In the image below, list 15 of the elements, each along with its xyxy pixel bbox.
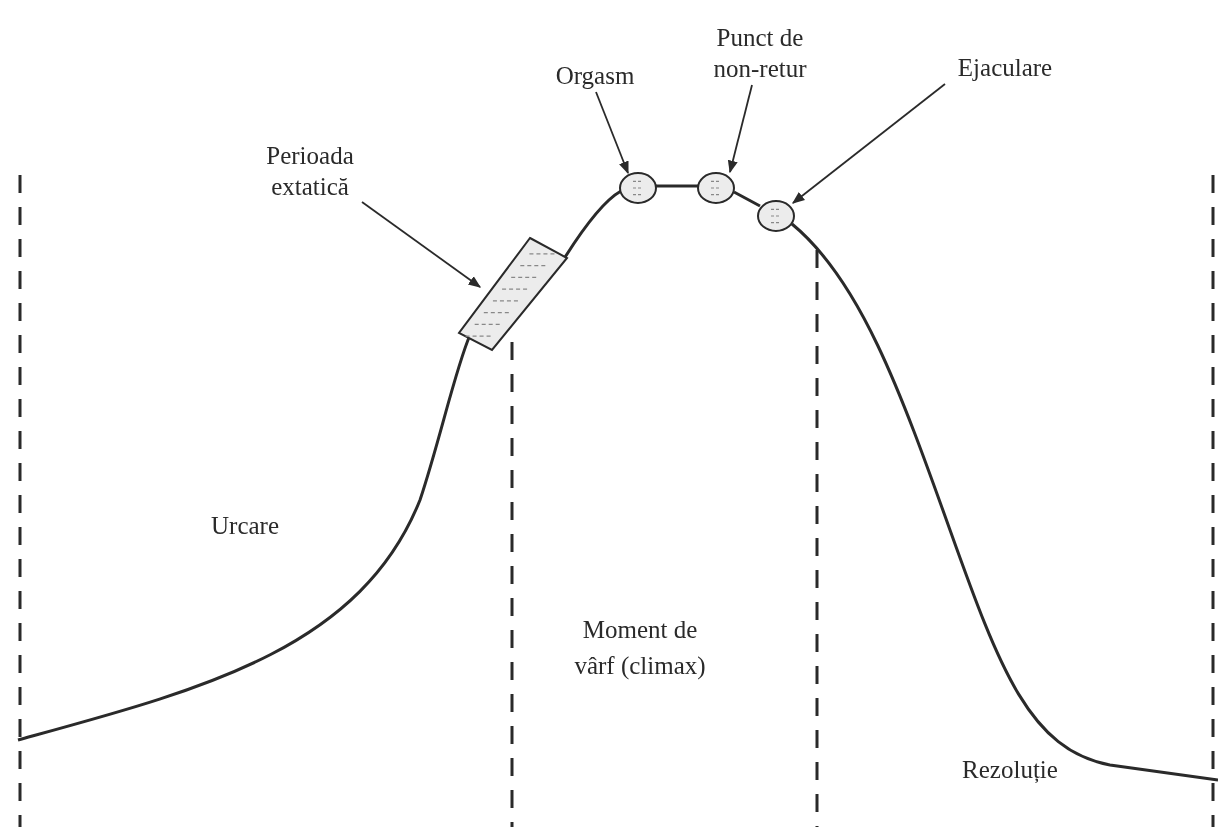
callout-label: Punct de non-retur	[697, 22, 823, 84]
leader-arrow	[595, 91, 629, 175]
callout-label: Perioada extatică	[245, 140, 375, 202]
phase-label: Urcare	[210, 511, 280, 541]
hatched-ellipse	[757, 200, 795, 232]
leader-arrow	[727, 84, 753, 174]
leader-arrow	[361, 201, 481, 288]
hatched-band	[457, 236, 569, 352]
hatched-ellipse	[619, 172, 657, 204]
callout-label: Orgasm	[525, 60, 665, 91]
hatched-ellipse	[697, 172, 735, 204]
leader-arrow	[792, 83, 946, 204]
phase-label: Rezoluție	[961, 755, 1059, 785]
callout-label: Ejaculare	[935, 52, 1075, 83]
phase-label: Moment de vârf (climax)	[573, 615, 707, 682]
